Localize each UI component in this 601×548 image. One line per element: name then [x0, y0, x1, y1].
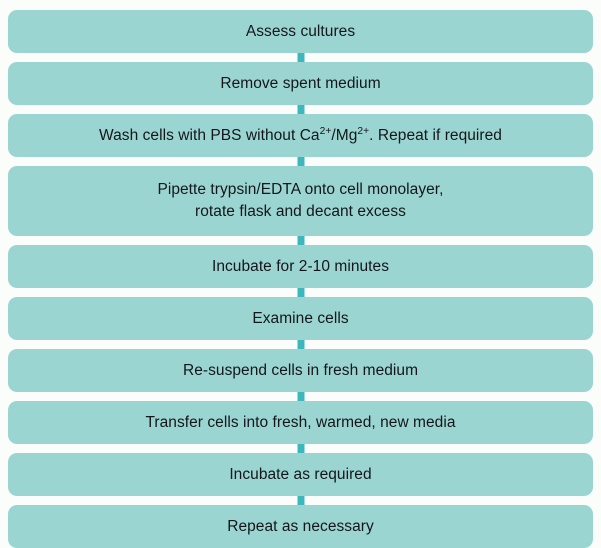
flowchart-step-9: Incubate as required [8, 453, 593, 496]
flowchart-step-4: Pipette trypsin/EDTA onto cell monolayer… [8, 166, 593, 236]
flowchart-connector-4-5 [8, 236, 593, 245]
step-label: Transfer cells into fresh, warmed, new m… [145, 413, 456, 431]
flowchart-connector-7-8 [8, 392, 593, 401]
step-label: Incubate as required [229, 465, 372, 483]
flowchart-connector-8-9 [8, 444, 593, 453]
flowchart-step-6: Examine cells [8, 297, 593, 340]
step-label: Remove spent medium [220, 74, 381, 92]
step-label: Assess cultures [245, 22, 356, 40]
flowchart-connector-1-2 [8, 53, 593, 62]
superscript-charge-mg: 2+ [357, 125, 370, 137]
step-label: Wash cells with PBS without Ca2+/Mg2+. R… [89, 125, 512, 147]
flowchart-step-10: Repeat as necessary [8, 505, 593, 548]
superscript-charge-ca: 2+ [319, 125, 332, 137]
flowchart-step-5: Incubate for 2-10 minutes [8, 245, 593, 288]
step-label: Repeat as necessary [227, 517, 374, 535]
flowchart-connector-3-4 [8, 157, 593, 166]
step-label-suffix: . Repeat if required [369, 126, 502, 144]
flowchart-step-1: Assess cultures [8, 10, 593, 53]
flowchart-connector-9-10 [8, 496, 593, 505]
flowchart-step-3: Wash cells with PBS without Ca2+/Mg2+. R… [8, 114, 593, 157]
step-label: Re-suspend cells in fresh medium [182, 361, 419, 379]
flowchart-step-7: Re-suspend cells in fresh medium [8, 349, 593, 392]
flowchart-connector-2-3 [8, 105, 593, 114]
flowchart-connector-5-6 [8, 288, 593, 297]
step-label: Pipette trypsin/EDTA onto cell monolayer… [157, 181, 444, 220]
flowchart-connector-6-7 [8, 340, 593, 349]
flowchart-step-2: Remove spent medium [8, 62, 593, 105]
step-label: Incubate for 2-10 minutes [211, 257, 390, 275]
step-label-middle: /Mg [331, 126, 358, 144]
flowchart-step-8: Transfer cells into fresh, warmed, new m… [8, 401, 593, 444]
step-label-prefix: Wash cells with PBS without Ca [99, 126, 320, 144]
step-label: Examine cells [252, 309, 349, 327]
